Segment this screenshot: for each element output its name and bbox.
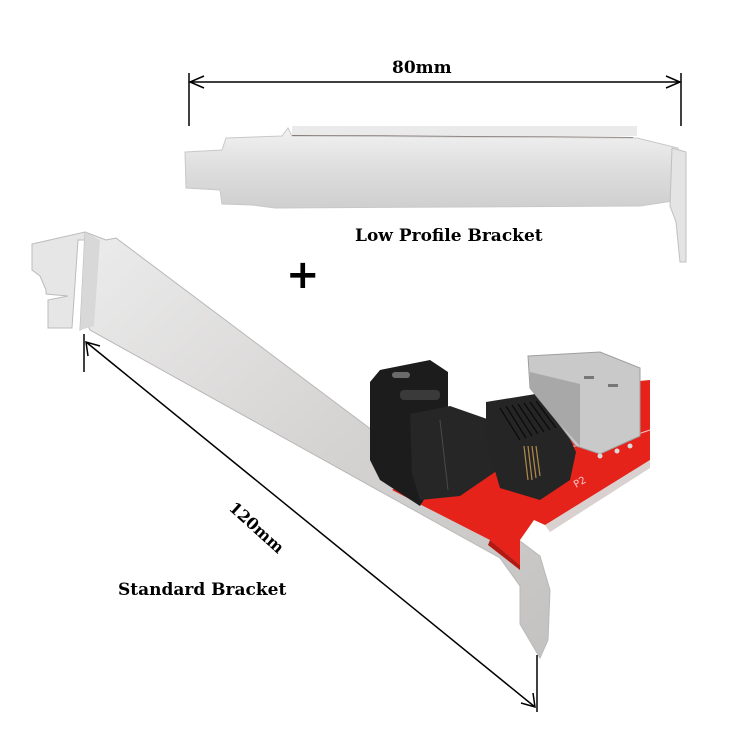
mini-sas-adapter-card: P2 (370, 351, 651, 570)
silkscreen-label-p2: P2 (572, 475, 588, 491)
internal-mini-sas-connector (370, 360, 498, 506)
dimension-line-80mm (188, 73, 682, 126)
plus-sign: + (286, 252, 320, 298)
dimension-line-120mm (83, 334, 538, 712)
external-mini-sas-port (527, 351, 641, 459)
dimension-label-80mm: 80mm (392, 58, 452, 78)
standard-bracket (31, 231, 551, 660)
standard-bracket-label: Standard Bracket (118, 580, 287, 600)
low-profile-bracket-label: Low Profile Bracket (355, 226, 543, 246)
slot-connector (486, 392, 576, 500)
low-profile-bracket (184, 126, 687, 263)
